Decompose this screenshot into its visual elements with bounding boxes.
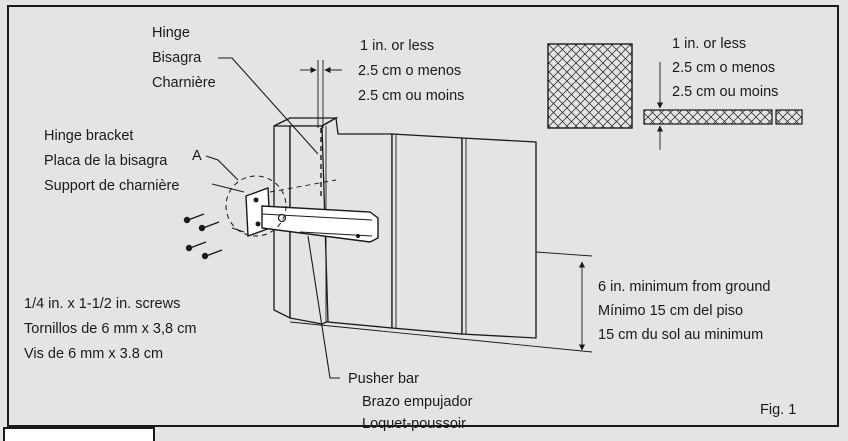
ground-label: 6 in. minimum from ground — [598, 279, 770, 295]
screw-leader — [231, 227, 245, 233]
pusher-bar — [261, 205, 379, 243]
hinge-label: Hinge — [152, 25, 190, 41]
screws-label-es: Tornillos de 6 mm x 3,8 cm — [24, 321, 196, 337]
hatched-block — [547, 43, 633, 129]
gap-top-label-es: 2.5 cm o menos — [358, 63, 461, 79]
gap-side-label: 1 in. or less — [672, 36, 746, 52]
hinge-bracket-label-fr: Support de charnière — [44, 178, 179, 194]
hatched-strip-end — [775, 109, 803, 125]
figure-border — [7, 5, 839, 427]
cross-section-detail — [547, 43, 803, 150]
gap-side-label-fr: 2.5 cm ou moins — [672, 84, 778, 100]
gap-indicator-top — [300, 60, 342, 128]
pusher-bar-label: Pusher bar — [348, 371, 419, 387]
marker-a-leader — [205, 155, 239, 181]
hinge-label-es: Bisagra — [152, 50, 202, 66]
marker-a-label: A — [192, 148, 202, 164]
screws-label: 1/4 in. x 1-1/2 in. screws — [24, 296, 180, 312]
screws-icon — [183, 213, 223, 260]
panel-face-3 — [391, 133, 463, 335]
hinge-label-fr: Charnière — [152, 75, 216, 91]
hinge-leader — [218, 57, 319, 155]
ground-label-fr: 15 cm du sol au minimum — [598, 327, 763, 343]
gap-side-label-es: 2.5 cm o menos — [672, 60, 775, 76]
ground-dimension — [289, 251, 593, 353]
hatched-strip — [643, 109, 773, 125]
pusher-bar-assembly — [225, 175, 379, 243]
figure-number: Fig. 1 — [760, 402, 796, 418]
panel-face-4 — [461, 137, 537, 339]
pusher-bar-leader — [307, 235, 340, 379]
pusher-bar-label-es: Brazo empujador — [362, 394, 473, 410]
gap-top-label: 1 in. or less — [360, 38, 434, 54]
gap-top-label-fr: 2.5 cm ou moins — [358, 88, 464, 104]
hinge-bracket-label: Hinge bracket — [44, 128, 133, 144]
detail-circle-a — [225, 175, 287, 237]
screws-label-fr: Vis de 6 mm x 3.8 cm — [24, 346, 163, 362]
hinge-bracket-label-es: Placa de la bisagra — [44, 153, 168, 169]
ground-label-es: Mínimo 15 cm del piso — [598, 303, 743, 319]
inset-box — [3, 427, 155, 441]
pusher-bar-label-fr: Loquet-poussoir — [362, 416, 466, 432]
bracket-leader — [211, 183, 245, 193]
